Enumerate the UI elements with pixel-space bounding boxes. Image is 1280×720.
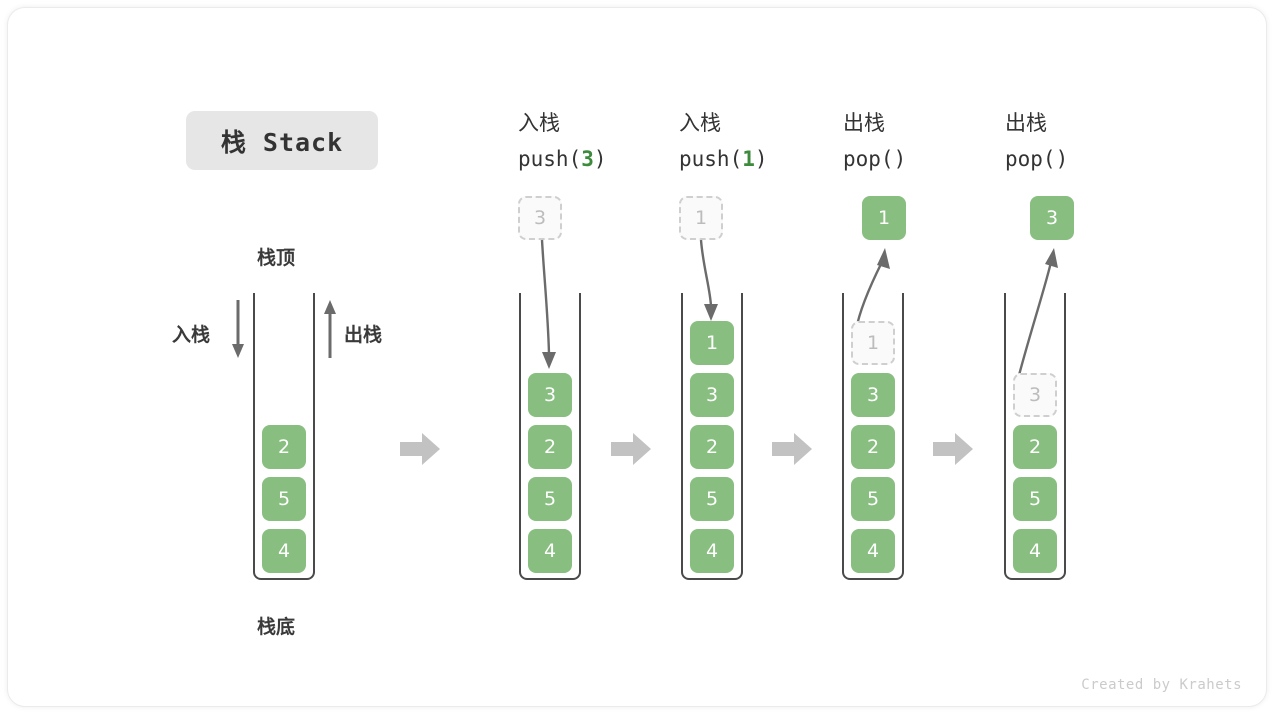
stage-header-code-pre: push( (518, 147, 582, 171)
stage-transition-arrow-icon (611, 433, 651, 465)
stage-transition-arrow-icon (933, 433, 973, 465)
stack-cell: 4 (690, 529, 734, 573)
floating-value-box-push-1: 1 (679, 196, 723, 240)
stage-header-cn: 入栈 (679, 111, 721, 135)
stage-header-code-post: ) (893, 147, 907, 171)
stack-cell: 5 (690, 477, 734, 521)
stack-container-push-3 (519, 293, 581, 580)
stack-container-push-1 (681, 293, 743, 580)
push-motion-arrow-icon (540, 239, 556, 369)
stage-transition-arrow-icon (772, 433, 812, 465)
stack-bottom-label: 栈底 (257, 616, 296, 638)
stack-cell: 4 (1013, 529, 1057, 573)
stage-header-code-num: 1 (742, 147, 755, 171)
stack-cell: 3 (528, 373, 572, 417)
push-side-label: 入栈 (172, 324, 211, 346)
stage-header-code-num: 3 (581, 147, 594, 171)
stack-cell: 5 (1013, 477, 1057, 521)
stack-cell: 3 (690, 373, 734, 417)
stack-cell: 5 (851, 477, 895, 521)
stack-cell: 4 (528, 529, 572, 573)
stage-header-code-pre: push( (679, 147, 743, 171)
stack-cell-ghost: 3 (1013, 373, 1057, 417)
stack-cell: 2 (1013, 425, 1057, 469)
stage-header-code-post: ) (754, 147, 768, 171)
stage-header-push-1: 入栈 push(1) (679, 105, 768, 177)
footer-credit: Created by Krahets (1081, 677, 1242, 693)
page-title-badge: 栈 Stack (186, 111, 378, 170)
floating-value-box-pop-1: 1 (862, 196, 906, 240)
stage-header-code-pre: pop( (1005, 147, 1056, 171)
stage-header-cn: 入栈 (518, 111, 560, 135)
stack-cell: 2 (262, 425, 306, 469)
stack-container-pop-1 (842, 293, 904, 580)
stage-header-code-post: ) (1055, 147, 1069, 171)
stack-cell: 2 (690, 425, 734, 469)
push-motion-arrow-icon (699, 239, 718, 321)
stack-cell: 2 (528, 425, 572, 469)
floating-value-box-pop-3: 3 (1030, 196, 1074, 240)
stage-header-pop-1: 出栈 pop() (843, 105, 906, 177)
stage-header-code-pre: pop( (843, 147, 894, 171)
stack-cell: 1 (690, 321, 734, 365)
pop-side-label: 出栈 (344, 324, 383, 346)
stack-container-initial (253, 293, 315, 580)
stack-cell: 2 (851, 425, 895, 469)
stage-header-cn: 出栈 (843, 111, 885, 135)
push-direction-arrow-icon (232, 300, 244, 358)
stack-cell: 4 (851, 529, 895, 573)
stack-cell: 3 (851, 373, 895, 417)
stage-header-cn: 出栈 (1005, 111, 1047, 135)
stage-header-code-post: ) (593, 147, 607, 171)
stack-cell: 4 (262, 529, 306, 573)
floating-value-box-push-3: 3 (518, 196, 562, 240)
pop-direction-arrow-icon (324, 300, 336, 358)
stack-top-label: 栈顶 (257, 247, 296, 269)
stage-transition-arrow-icon (400, 433, 440, 465)
stack-cell-ghost: 1 (851, 321, 895, 365)
stack-cell: 5 (262, 477, 306, 521)
stack-cell: 5 (528, 477, 572, 521)
stack-container-pop-3 (1004, 293, 1066, 580)
stage-header-pop-3: 出栈 pop() (1005, 105, 1068, 177)
pop-motion-arrow-icon (1015, 248, 1058, 384)
stage-header-push-3: 入栈 push(3) (518, 105, 607, 177)
